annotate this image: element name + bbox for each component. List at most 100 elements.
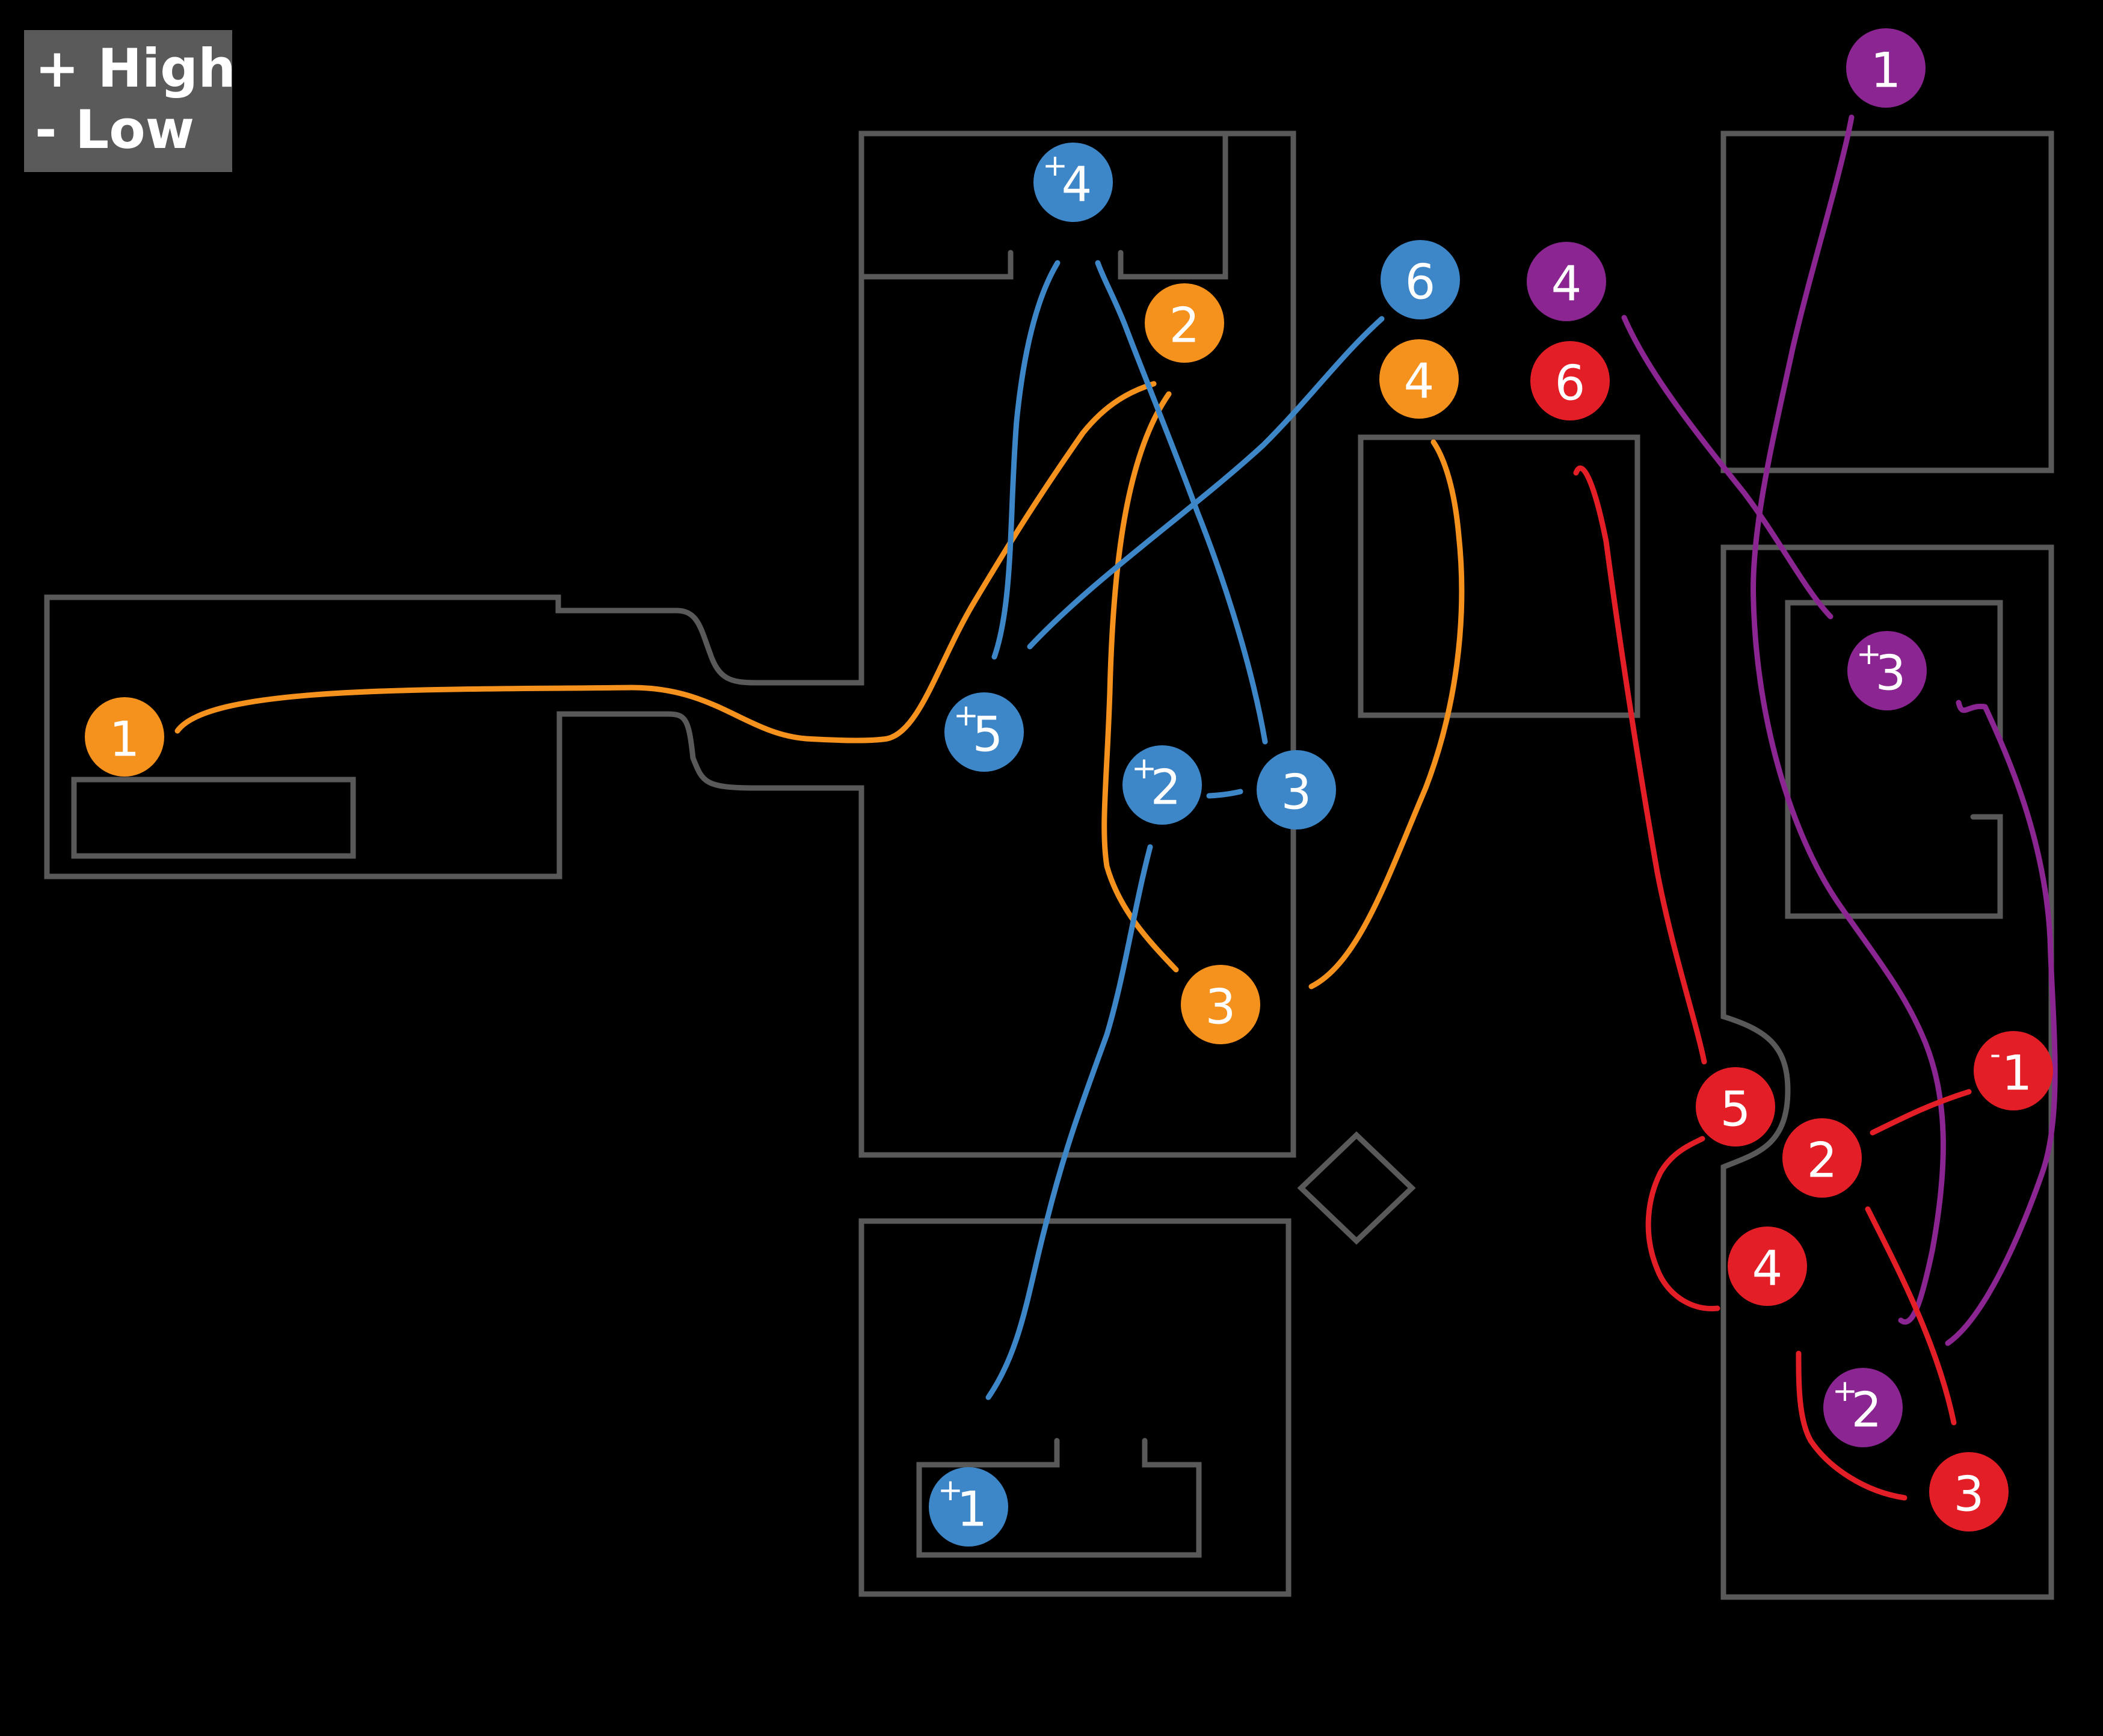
marker-circle bbox=[1847, 631, 1927, 710]
route-blue-5-6 bbox=[1027, 316, 1385, 650]
marker-priority-sign: - bbox=[1990, 1036, 2001, 1071]
route-blue-3-4 bbox=[1095, 260, 1268, 745]
route-orange-2-3 bbox=[1101, 391, 1179, 973]
marker-circle bbox=[1181, 965, 1260, 1044]
route-purple-3-4 bbox=[1621, 315, 1834, 620]
marker-number: 4 bbox=[1062, 157, 1092, 213]
marker-number: 3 bbox=[1876, 645, 1906, 701]
marker-red-3: 3 bbox=[1929, 1452, 2009, 1531]
marker-number: 2 bbox=[1807, 1133, 1838, 1189]
marker-circle bbox=[1696, 1067, 1775, 1147]
marker-orange-1: 1 bbox=[85, 697, 164, 777]
marker-number: 1 bbox=[2002, 1045, 2033, 1101]
marker-circle bbox=[1728, 1227, 1807, 1306]
marker-circle bbox=[85, 697, 164, 777]
marker-priority-sign: + bbox=[1132, 751, 1157, 786]
marker-circle bbox=[1782, 1118, 1862, 1198]
marker-circle bbox=[929, 1467, 1008, 1547]
marker-priority-sign: + bbox=[1856, 636, 1882, 671]
marker-blue-2: 2+ bbox=[1122, 745, 1202, 825]
marker-number: 1 bbox=[109, 712, 140, 768]
marker-circle bbox=[1379, 339, 1459, 419]
marker-circle bbox=[1381, 240, 1460, 319]
marker-orange-2: 2 bbox=[1145, 283, 1224, 363]
wall-left-inner-room bbox=[71, 777, 356, 859]
marker-red-2: 2 bbox=[1782, 1118, 1862, 1198]
marker-purple-4: 4 bbox=[1527, 242, 1606, 321]
routes bbox=[174, 114, 2058, 1501]
route-red-3-4 bbox=[1796, 1350, 1907, 1501]
marker-priority-sign: + bbox=[1042, 148, 1068, 183]
marker-circle bbox=[1929, 1452, 2009, 1531]
wall-diamond bbox=[1297, 1131, 1416, 1245]
marker-circle bbox=[1145, 283, 1224, 363]
marker-number: 4 bbox=[1752, 1241, 1783, 1297]
wall-middle-box bbox=[1358, 434, 1640, 718]
wall-bottom-inner-room bbox=[916, 1438, 1202, 1558]
marker-number: 2 bbox=[1852, 1382, 1882, 1438]
wall-right-bottom-building bbox=[1720, 544, 2054, 1600]
wall-top-partition-left bbox=[858, 250, 1014, 280]
marker-blue-3: 3 bbox=[1257, 750, 1336, 830]
marker-circle bbox=[1122, 745, 1202, 825]
route-orange-3-4 bbox=[1308, 439, 1465, 990]
wall-bottom-building bbox=[858, 1218, 1292, 1597]
marker-red-4: 4 bbox=[1728, 1227, 1807, 1306]
marker-circle bbox=[1823, 1368, 1903, 1447]
marker-number: 6 bbox=[1405, 254, 1436, 310]
route-blue-1-2 bbox=[985, 844, 1153, 1400]
marker-purple-3: 3+ bbox=[1847, 631, 1927, 710]
wall-right-inner-room bbox=[1785, 600, 2003, 919]
marker-circle bbox=[1974, 1031, 2053, 1110]
route-purple-1-2 bbox=[1750, 114, 1946, 1325]
marker-number: 2 bbox=[1169, 298, 1200, 354]
route-purple-2-3 bbox=[1945, 700, 2058, 1346]
wall-right-top-building bbox=[1720, 131, 2054, 473]
marker-number: 3 bbox=[1954, 1467, 1984, 1522]
marker-number: 4 bbox=[1551, 256, 1582, 312]
marker-number: 1 bbox=[957, 1482, 988, 1537]
wall-top-partition-right bbox=[1118, 134, 1228, 280]
marker-blue-5: 5+ bbox=[944, 692, 1024, 772]
marker-orange-4: 4 bbox=[1379, 339, 1459, 419]
marker-blue-6: 6 bbox=[1381, 240, 1460, 319]
marker-circle bbox=[1846, 28, 1926, 108]
marker-priority-sign: + bbox=[1832, 1373, 1858, 1408]
marker-number: 2 bbox=[1151, 760, 1181, 816]
marker-purple-1: 1 bbox=[1846, 28, 1926, 108]
legend-high-label: + High bbox=[35, 37, 236, 99]
route-red-1-2 bbox=[1870, 1089, 1972, 1136]
route-red-4-5 bbox=[1645, 1136, 1720, 1312]
marker-purple-2: 2+ bbox=[1823, 1368, 1903, 1447]
marker-orange-3: 3 bbox=[1181, 965, 1260, 1044]
wall-left-building bbox=[44, 131, 1296, 1158]
marker-red-6: 6 bbox=[1530, 341, 1610, 420]
legend-low-label: - Low bbox=[35, 99, 194, 161]
marker-blue-4: 4+ bbox=[1033, 143, 1113, 222]
marker-number: 6 bbox=[1555, 356, 1586, 411]
marker-number: 3 bbox=[1281, 765, 1312, 820]
marker-circle bbox=[1033, 143, 1113, 222]
marker-priority-sign: + bbox=[938, 1473, 963, 1507]
route-red-5-6 bbox=[1573, 465, 1707, 1065]
map-walls bbox=[44, 131, 2054, 1600]
marker-circle bbox=[1530, 341, 1610, 420]
marker-number: 5 bbox=[1720, 1082, 1751, 1137]
marker-red-5: 5 bbox=[1696, 1067, 1775, 1147]
route-red-2-3 bbox=[1865, 1206, 1957, 1426]
marker-circle bbox=[1527, 242, 1606, 321]
marker-priority-sign: + bbox=[953, 698, 979, 733]
legend: + High - Low bbox=[24, 30, 236, 172]
marker-number: 4 bbox=[1404, 354, 1435, 410]
marker-blue-1: 1+ bbox=[929, 1467, 1008, 1547]
marker-number: 5 bbox=[973, 707, 1003, 763]
route-blue-4-5 bbox=[991, 260, 1061, 660]
marker-red-1: 1- bbox=[1974, 1031, 2053, 1110]
marker-circle bbox=[944, 692, 1024, 772]
marker-number: 1 bbox=[1871, 43, 1901, 99]
route-orange-1-2 bbox=[174, 381, 1157, 743]
route-blue-2-3 bbox=[1206, 789, 1243, 799]
marker-number: 3 bbox=[1205, 979, 1236, 1035]
